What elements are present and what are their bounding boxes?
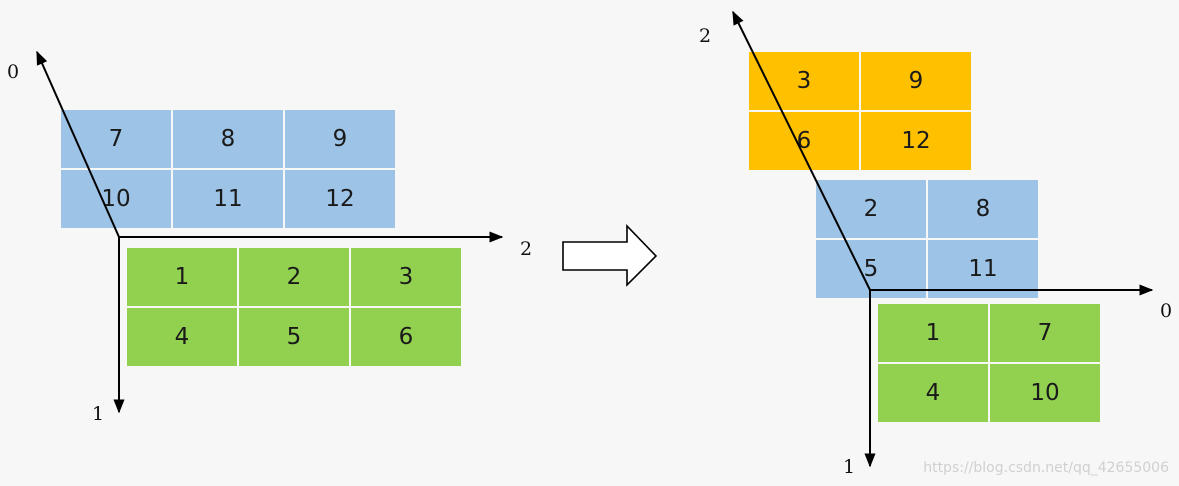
right-axis-label-horizontal: 0 (1160, 300, 1173, 322)
cell: 6 (749, 112, 859, 170)
cell: 2 (239, 248, 349, 306)
cell: 12 (285, 170, 395, 228)
right-axis-label-diag: 2 (699, 25, 712, 47)
cell: 6 (351, 308, 461, 366)
right-middle-plane: 2 8 5 11 (816, 180, 1038, 298)
left-back-plane: 7 8 9 10 11 12 (61, 110, 395, 228)
cell: 5 (239, 308, 349, 366)
cell: 3 (351, 248, 461, 306)
cell: 11 (928, 240, 1038, 298)
cell: 8 (928, 180, 1038, 238)
cell: 9 (861, 52, 971, 110)
cell: 1 (127, 248, 237, 306)
right-axis-label-vertical: 1 (843, 456, 856, 478)
cell: 7 (61, 110, 171, 168)
cell: 4 (127, 308, 237, 366)
left-axis-label-vertical: 1 (92, 403, 105, 425)
cell: 8 (173, 110, 283, 168)
cell: 11 (173, 170, 283, 228)
left-front-plane: 1 2 3 4 5 6 (127, 248, 461, 366)
cell: 1 (878, 304, 988, 362)
left-axis-label-diag: 0 (7, 61, 20, 83)
cell: 10 (990, 364, 1100, 422)
cell: 12 (861, 112, 971, 170)
right-bottom-plane: 1 7 4 10 (878, 304, 1100, 422)
cell: 4 (878, 364, 988, 422)
left-axis-label-horizontal: 2 (520, 238, 533, 260)
transform-arrow (562, 224, 658, 287)
cell: 9 (285, 110, 395, 168)
watermark: https://blog.csdn.net/qq_42655006 (923, 460, 1169, 476)
cell: 5 (816, 240, 926, 298)
cell: 2 (816, 180, 926, 238)
cell: 7 (990, 304, 1100, 362)
cell: 3 (749, 52, 859, 110)
right-top-plane: 3 9 6 12 (749, 52, 971, 170)
cell: 10 (61, 170, 171, 228)
